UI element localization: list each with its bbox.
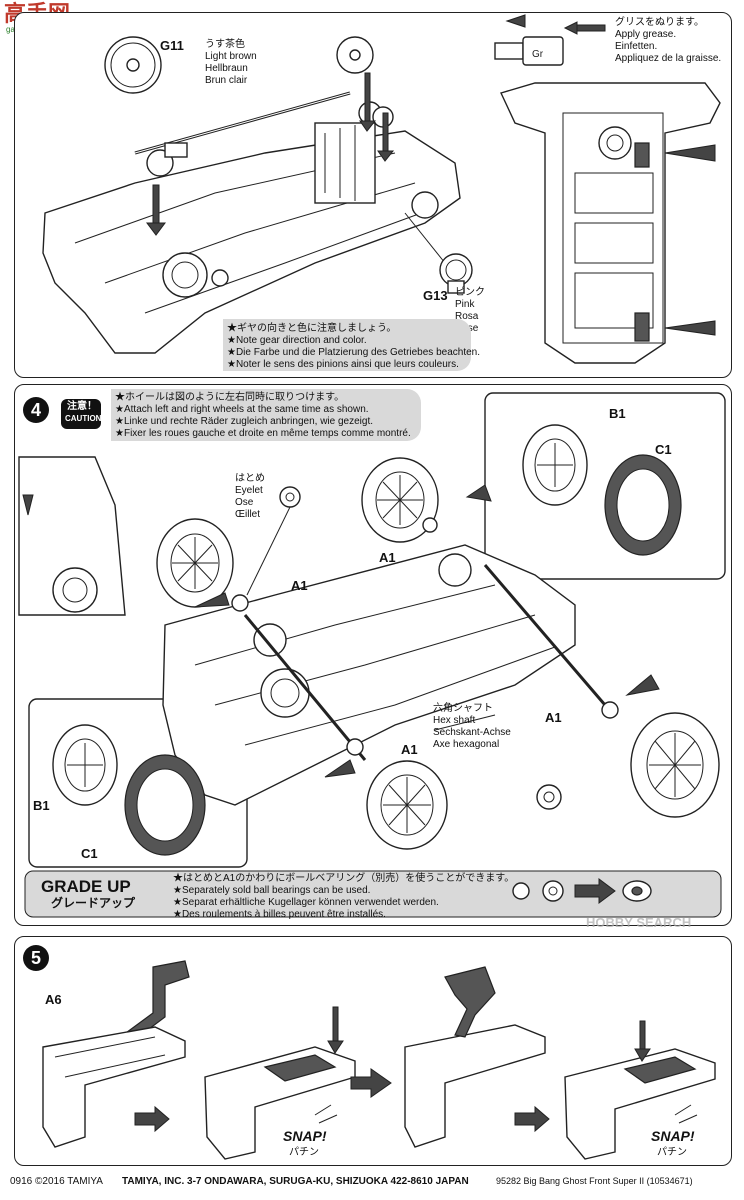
hexshaft-de: Sechskant-Achse — [433, 727, 511, 738]
step3-note-box — [223, 319, 471, 371]
step4-note-box — [111, 389, 421, 441]
footer-product: 95282 Big Bang Ghost Front Super II (105… — [496, 1176, 693, 1186]
grade-up-fr: ★Des roulements à billes peuvent être in… — [173, 909, 386, 920]
step4-inst-fr: ★Fixer les roues gauche et droite en mêm… — [115, 428, 411, 439]
step4-inst-de: ★Linke und rechte Räder zugleich anbring… — [115, 416, 374, 427]
label-c1-inset-bottom: C1 — [81, 846, 98, 861]
grease-en: Apply grease. — [615, 29, 677, 40]
label-a1-top: A1 — [379, 550, 396, 565]
label-a1-bottom: A1 — [401, 742, 418, 757]
grease-fr: Appliquez de la graisse. — [615, 53, 722, 64]
g13-jp: ピンク — [455, 287, 485, 298]
gear-g11-icon — [104, 36, 162, 94]
step5-number: 5 — [23, 945, 49, 971]
hexshaft-fr: Axe hexagonal — [433, 739, 500, 750]
label-b1-inset-top: B1 — [609, 406, 626, 421]
label-b1-inset-bottom: B1 — [33, 798, 50, 813]
step3-note-jp: ★ギヤの向きと色に注意しましょう。 — [227, 323, 397, 334]
grade-up-en: ★Separately sold ball bearings can be us… — [173, 885, 371, 896]
watermark-hobbysearch: HOBBY SEARCH — [586, 915, 692, 930]
caution-en: CAUTION — [65, 414, 102, 423]
step5-illustration — [42, 960, 716, 1160]
step4-illustration — [18, 392, 726, 918]
step4-panel: 4 注意！ CAUTION ★ホイールは図のように左右同時に取りつけます。 ★A… — [14, 384, 732, 926]
snap-label-1: SNAP! — [283, 1128, 327, 1144]
g11-jp: うす茶色 — [205, 39, 245, 50]
step3-note-de: ★Die Farbe und die Platzierung des Getri… — [227, 347, 481, 358]
footer-address: TAMIYA, INC. 3-7 ONDAWARA, SURUGA-KU, SH… — [122, 1176, 469, 1187]
step4-inst-en: ★Attach left and right wheels at the sam… — [115, 404, 369, 415]
label-a1-right: A1 — [545, 710, 562, 725]
grade-up-jp: ★はとめとA1のかわりにボールベアリング（別売）を使うことができます。 — [173, 873, 515, 884]
label-c1-inset-top: C1 — [655, 442, 672, 457]
caution-jp: 注意！ — [67, 401, 97, 412]
gear-g13-icon — [439, 253, 473, 294]
step3-panel: Gr G11 うす茶色 Light brown Hellbraun Brun c… — [14, 12, 732, 378]
g13-en: Pink — [455, 299, 475, 310]
grease-jp: グリスをぬります。 — [615, 17, 704, 28]
snap-jp-2: パチン — [657, 1147, 687, 1158]
footer-code: 0916 ©2016 TAMIYA — [10, 1176, 103, 1187]
ball-bearing-diagram-icon — [512, 878, 652, 904]
label-a1-left: A1 — [291, 578, 308, 593]
caution-badge-icon — [61, 399, 101, 429]
eyelet-jp: はとめ — [235, 473, 265, 484]
grade-up-title: GRADE UP — [41, 877, 131, 896]
g11-de: Hellbraun — [205, 63, 248, 74]
grade-up-de: ★Separat erhältliche Kugellager können v… — [173, 897, 439, 908]
g11-en: Light brown — [205, 51, 257, 62]
svg-text:Gr: Gr — [532, 49, 544, 60]
step4-number: 4 — [23, 397, 49, 423]
eyelet-en: Eyelet — [235, 485, 263, 496]
grease-de: Einfetten. — [615, 41, 658, 52]
part-a6-label: A6 — [45, 992, 62, 1007]
eyelet-de: Ose — [235, 497, 254, 508]
g11-fr: Brun clair — [205, 75, 248, 86]
grease-tube-icon: Gr — [494, 14, 606, 66]
grade-up-jp-title: グレードアップ — [51, 896, 136, 910]
step5-panel: 5 A6 SNAP! パチン SNAP! パチン — [14, 936, 732, 1166]
snap-label-2: SNAP! — [651, 1128, 695, 1144]
g13-code: G13 — [423, 288, 448, 303]
step4-inst-jp: ★ホイールは図のように左右同時に取りつけます。 — [115, 392, 345, 403]
g13-de: Rosa — [455, 311, 479, 322]
step3-note-en: ★Note gear direction and color. — [227, 335, 367, 346]
g11-code: G11 — [160, 38, 184, 53]
snap-jp-1: パチン — [289, 1147, 319, 1158]
step3-note-fr: ★Noter le sens des pinions ainsi que leu… — [227, 359, 459, 370]
eyelet-fr: Œillet — [235, 509, 261, 520]
step3-illustration: Gr — [42, 14, 721, 364]
hexshaft-en: Hex shaft — [433, 715, 476, 726]
hexshaft-jp: 六角シャフト — [433, 703, 493, 714]
